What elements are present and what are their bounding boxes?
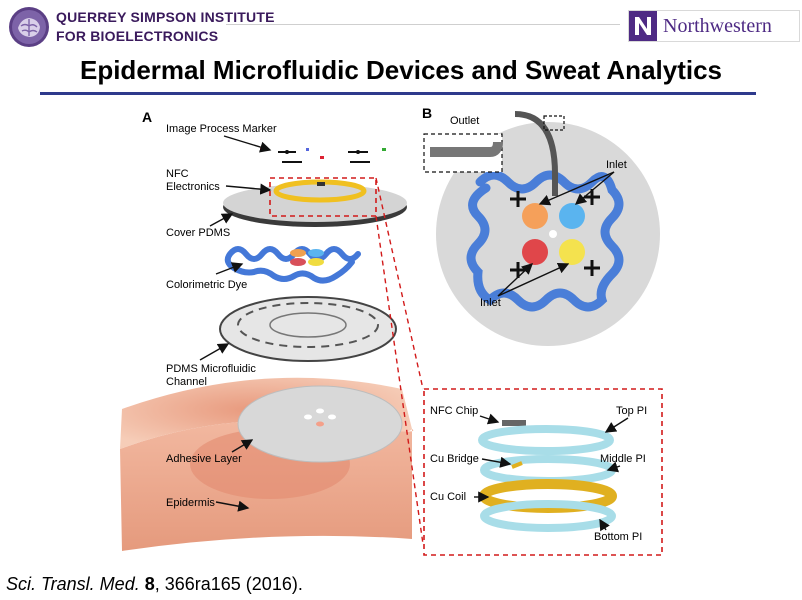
connector-line <box>375 177 424 390</box>
arrow-inlet <box>538 171 615 206</box>
arrow-adhesive <box>231 439 254 453</box>
label-adhesive: Adhesive Layer <box>166 453 242 465</box>
center-marker <box>549 230 557 238</box>
label-middle-pi: Middle PI <box>600 453 646 465</box>
label-cu-coil: Cu Coil <box>430 491 466 503</box>
header-rule <box>226 24 620 25</box>
label-cover-pdms: Cover PDMS <box>166 227 230 239</box>
inset-nfc-chip <box>502 420 526 426</box>
inset-bottom-pi <box>480 500 616 532</box>
label-nfc-electronics: Electronics <box>166 181 220 193</box>
citation: Sci. Transl. Med. 8, 366ra165 (2016). <box>6 574 303 595</box>
reservoir-orange <box>522 203 548 229</box>
serpentine-channel <box>466 170 624 312</box>
panel-a-label: A <box>142 109 152 125</box>
arrow-middle-pi <box>606 461 621 473</box>
citation-volume: 8 <box>144 574 155 594</box>
reservoir-yellow <box>559 239 585 265</box>
label-inlet-top: Inlet <box>606 159 627 171</box>
northwestern-n-icon <box>629 11 657 41</box>
institute-name: QUERREY SIMPSON INSTITUTE FOR BIOELECTRO… <box>56 8 275 46</box>
dye-yellow <box>308 258 324 266</box>
arrow-bottom-pi <box>599 518 610 532</box>
adhesive-hole <box>316 408 324 414</box>
label-nfc-chip: NFC Chip <box>430 405 478 417</box>
arrow-microfluidic <box>199 343 230 361</box>
microfluidic-inner-ring <box>269 312 347 338</box>
institute-line-1: QUERREY SIMPSON INSTITUTE <box>56 9 275 25</box>
arrow-inlet <box>497 263 534 297</box>
label-epidermis: Epidermis <box>166 497 215 509</box>
arrow-image-marker <box>223 135 272 153</box>
northwestern-logo: Northwestern <box>628 10 800 42</box>
image-markers <box>260 148 386 163</box>
northwestern-wordmark: Northwestern <box>663 15 772 37</box>
arrow-inlet <box>497 262 570 297</box>
microfluidic-channel <box>237 302 379 348</box>
inset-top-pi <box>478 425 614 455</box>
arrow-epidermis <box>215 500 250 512</box>
citation-journal: Sci. Transl. Med. <box>6 574 140 594</box>
adhesive-hole <box>316 421 324 427</box>
label-bottom-pi: Bottom PI <box>594 531 642 543</box>
arrow-cu-bridge <box>481 456 512 468</box>
institute-line-2: FOR BIOELECTRONICS <box>56 28 219 44</box>
cover-pdms <box>223 184 407 222</box>
reservoir-red <box>522 239 548 265</box>
institute-brain-logo <box>9 7 49 47</box>
outlet-marker-box <box>543 115 565 131</box>
label-colorimetric-dye: Colorimetric Dye <box>166 279 247 291</box>
inset-cu-bridge <box>511 461 523 469</box>
connector-line <box>375 215 424 545</box>
arrow-cover <box>209 213 234 227</box>
reservoir-blue <box>559 203 585 229</box>
arrow-nfc <box>225 183 272 195</box>
outlet-channel <box>514 111 558 196</box>
label-cu-bridge: Cu Bridge <box>430 453 479 465</box>
citation-rest: , 366ra165 (2016). <box>154 574 303 594</box>
nfc-chip <box>317 182 325 186</box>
title-rule <box>40 92 756 95</box>
arrow-top-pi <box>604 417 629 433</box>
slide-title: Epidermal Microfluidic Devices and Sweat… <box>79 55 723 85</box>
label-outlet: Outlet <box>450 115 479 127</box>
label-image-marker: Image Process Marker <box>166 123 277 135</box>
microfluidic-disk <box>219 296 397 362</box>
adhesive-hole <box>304 414 312 420</box>
dye-blue <box>308 249 324 257</box>
label-nfc: NFC <box>166 168 189 180</box>
dye-orange <box>290 249 306 257</box>
panel-b-label: B <box>422 105 432 121</box>
arrow-inlet <box>574 171 615 205</box>
label-top-pi: Top PI <box>616 405 647 417</box>
label-channel: Channel <box>166 376 207 388</box>
arrow-nfc-chip <box>479 413 500 425</box>
dye-red <box>290 258 306 266</box>
device-figure: A Image Process Marker NFC Electronics C… <box>120 105 663 556</box>
label-inlet-bottom: Inlet <box>480 297 501 309</box>
arrow-dye <box>215 262 244 275</box>
label-pdms-microfluidic: PDMS Microfluidic <box>166 363 256 375</box>
adhesive-hole <box>328 414 336 420</box>
outlet-inset-tube <box>430 141 503 157</box>
